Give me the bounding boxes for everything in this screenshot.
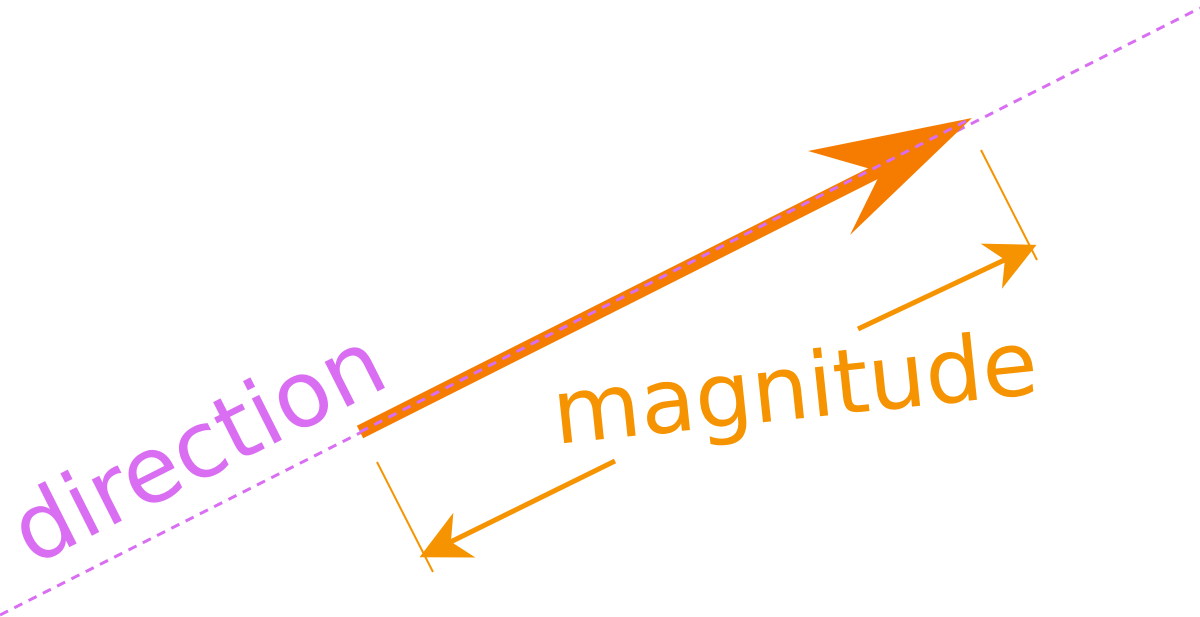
magnitude-tick-end — [980, 149, 1038, 261]
magnitude-label: magnitude — [547, 311, 1042, 466]
magnitude-arrow-left — [419, 458, 617, 558]
direction-label: direction — [0, 308, 402, 585]
magnitude-arrow-right — [856, 243, 1037, 332]
direction-line-overlay — [359, 116, 973, 434]
vector-arrowhead — [808, 118, 972, 235]
